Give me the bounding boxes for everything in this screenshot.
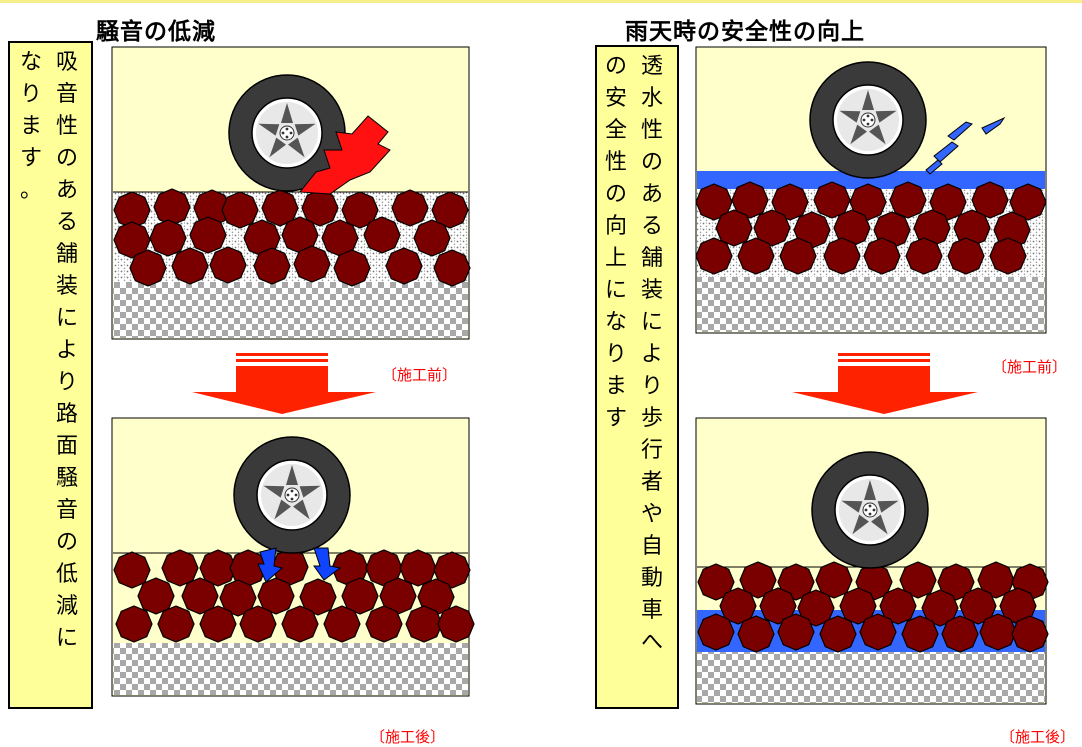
vertical-char: り [55,370,78,395]
vertical-char: 者 [640,470,663,495]
vertical-char: ま [19,114,42,139]
tire-icon [233,436,351,554]
vertical-char: 吸 [55,50,78,75]
right-title: 雨天時の安全性の向上 [625,19,865,45]
top-accent-line [0,0,1082,3]
water-spray-icon [925,116,1006,175]
vertical-char: 低 [55,562,78,587]
vertical-char: ま [604,374,627,399]
vertical-char: よ [640,342,663,367]
vertical-char: 車 [640,598,663,623]
right-description-col1: 透水性のある舗装により歩行者や自動車へ [637,51,667,659]
vertical-char: 透 [640,54,663,79]
vertical-char: に [640,310,663,335]
right-caption-before: 〔施工前〕 [992,358,1068,376]
vertical-char: や [640,502,663,527]
vertical-char: 上 [604,246,627,271]
vertical-char: 性 [640,118,663,143]
right-arrow-icon [792,353,978,414]
vertical-char: あ [640,182,663,207]
vertical-char: 舗 [640,246,663,271]
vertical-char: 行 [640,438,663,463]
vertical-char: に [55,626,78,651]
left-description-col2: なります。 [16,47,46,207]
left-after-panel [111,417,475,697]
vertical-char: 音 [55,498,78,523]
tire-icon [809,61,927,179]
left-before-panel [111,46,471,340]
left-title: 騒音の低減 [96,19,216,45]
vertical-char: 装 [640,278,663,303]
vertical-char: り [604,342,627,367]
vertical-char: に [604,278,627,303]
vertical-char: 性 [55,114,78,139]
vertical-char: 路 [55,402,78,427]
vertical-char: よ [55,338,78,363]
right-description-box: 透水性のある舗装により歩行者や自動車へ の安全性の向上になります [595,45,679,709]
vertical-char: の [640,150,663,175]
vertical-char: あ [55,178,78,203]
vertical-char: の [55,146,78,171]
vertical-char: る [640,214,663,239]
vertical-char: 騒 [55,466,78,491]
left-after-aggregate [113,548,475,643]
vertical-char: な [604,310,627,335]
vertical-char: 装 [55,274,78,299]
vertical-char: 舗 [55,242,78,267]
vertical-char: る [55,210,78,235]
left-description-box: 吸音性のある舗装により路面騒音の低減に なります。 [8,41,93,709]
vertical-char: 歩 [640,406,663,431]
vertical-char: 自 [640,534,663,559]
vertical-char: 性 [604,150,627,175]
vertical-char: の [604,54,627,79]
noise-lightning-icon [299,115,391,195]
vertical-char: な [19,50,42,75]
vertical-char: 向 [604,214,627,239]
left-caption-after: 〔施工後〕 [370,728,446,746]
left-arrow-icon [192,353,376,414]
vertical-char: 水 [640,86,663,111]
right-after-aggregate [697,561,1049,653]
vertical-char: の [604,182,627,207]
vertical-char: り [19,82,42,107]
tire-icon [811,451,929,569]
left-description-col1: 吸音性のある舗装により路面騒音の低減に [52,47,82,655]
left-caption-before: 〔施工前〕 [382,366,458,384]
right-after-panel [695,417,1049,705]
vertical-char: の [55,530,78,555]
vertical-char: 動 [640,566,663,591]
vertical-char: 。 [19,178,42,203]
vertical-char: す [604,406,627,431]
vertical-char: り [640,374,663,399]
vertical-char: 面 [55,434,78,459]
vertical-char: 全 [604,118,627,143]
vertical-char: に [55,306,78,331]
vertical-char: 減 [55,594,78,619]
sound-absorb-arrow-icon [257,547,284,583]
vertical-char: す [19,146,42,171]
vertical-char: へ [640,630,663,655]
vertical-char: 音 [55,82,78,107]
right-before-panel [695,46,1047,334]
right-caption-after: 〔施工後〕 [1000,728,1076,746]
vertical-char: 安 [604,86,627,111]
sound-absorb-arrow-icon [313,547,342,581]
right-description-col2: の安全性の向上になります [601,51,631,435]
